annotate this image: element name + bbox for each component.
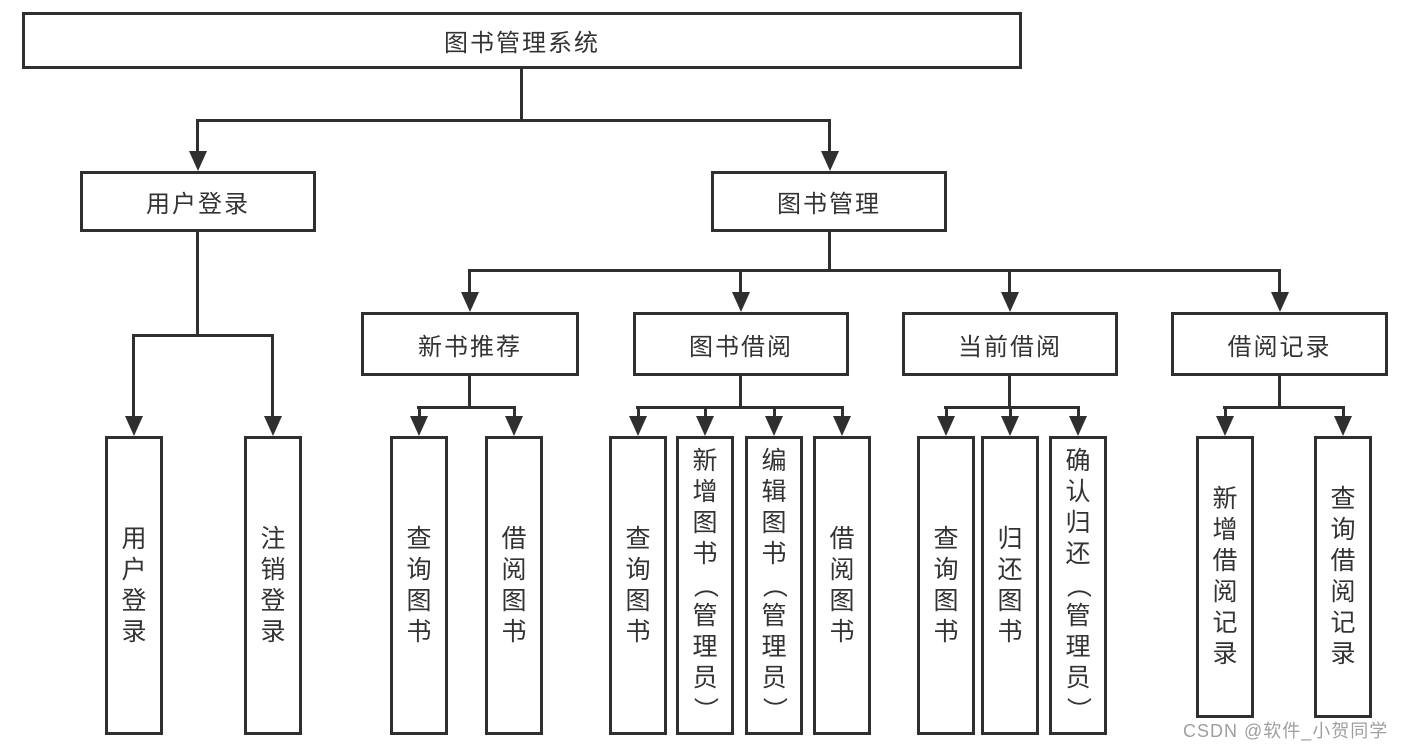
leaf-query-books-current: 查询图书 [917, 436, 975, 735]
arrow-down-icon [629, 416, 647, 436]
node-library-management-system: 图书管理系统 [22, 12, 1022, 69]
connector-hline [132, 334, 274, 337]
leaf-logout: 注销登录 [244, 436, 302, 735]
connector-vline [1278, 375, 1281, 409]
leaf-query-books-recommend: 查询图书 [390, 436, 448, 735]
arrow-down-icon [937, 416, 955, 436]
connector-vline [637, 406, 640, 420]
leaf-borrow-books-recommend: 借阅图书 [485, 436, 543, 735]
connector-hline [468, 269, 1281, 272]
node-book-management: 图书管理 [711, 171, 947, 232]
arrow-down-icon [505, 416, 523, 436]
arrow-down-icon [732, 292, 750, 312]
node-borrow-records: 借阅记录 [1171, 312, 1388, 376]
node-book-borrow: 图书借阅 [633, 312, 849, 376]
connector-vline [828, 231, 831, 271]
connector-vline [196, 119, 199, 153]
arrow-down-icon [410, 416, 428, 436]
arrow-down-icon [1216, 416, 1234, 436]
connector-vline [418, 406, 421, 420]
csdn-watermark: CSDN @软件_小贺同学 [1183, 721, 1389, 741]
connector-hline [944, 406, 1080, 409]
node-current-borrow: 当前借阅 [902, 312, 1118, 376]
connector-vline [468, 269, 471, 295]
connector-vline [1008, 269, 1011, 295]
node-new-book-recommend: 新书推荐 [361, 312, 579, 376]
connector-vline [1224, 406, 1227, 420]
connector-hline [636, 406, 844, 409]
leaf-borrow-books: 借阅图书 [813, 436, 871, 735]
arrow-down-icon [189, 151, 207, 171]
node-user-login: 用户登录 [80, 171, 316, 232]
arrow-down-icon [1001, 416, 1019, 436]
connector-vline [1342, 406, 1345, 420]
connector-vline [271, 334, 274, 418]
leaf-query-borrow-record: 查询借阅记录 [1314, 436, 1372, 718]
connector-vline [945, 406, 948, 420]
connector-hline [1223, 406, 1345, 409]
connector-vline [704, 406, 707, 420]
leaf-add-borrow-record: 新增借阅记录 [1196, 436, 1254, 718]
connector-hline [417, 406, 516, 409]
arrow-down-icon [765, 416, 783, 436]
arrow-down-icon [125, 416, 143, 436]
arrow-down-icon [821, 151, 839, 171]
leaf-return-books: 归还图书 [981, 436, 1039, 735]
connector-vline [773, 406, 776, 420]
connector-vline [468, 375, 471, 409]
arrow-down-icon [1271, 292, 1289, 312]
arrow-down-icon [1001, 292, 1019, 312]
leaf-edit-books-admin: 编辑图书（管理员） [745, 436, 803, 735]
connector-vline [841, 406, 844, 420]
connector-vline [739, 269, 742, 295]
connector-vline [513, 406, 516, 420]
arrow-down-icon [696, 416, 714, 436]
connector-vline [1009, 406, 1012, 420]
arrow-down-icon [1069, 416, 1087, 436]
connector-vline [739, 375, 742, 409]
connector-vline [828, 119, 831, 153]
arrow-down-icon [461, 292, 479, 312]
connector-vline [196, 231, 199, 336]
connector-vline [520, 69, 523, 121]
connector-hline [196, 119, 831, 122]
leaf-query-books-borrow: 查询图书 [609, 436, 667, 735]
arrow-down-icon [264, 416, 282, 436]
connector-vline [1077, 406, 1080, 420]
connector-vline [1008, 375, 1011, 409]
arrow-down-icon [1334, 416, 1352, 436]
leaf-add-books-admin: 新增图书（管理员） [676, 436, 734, 735]
connector-vline [1278, 269, 1281, 295]
leaf-user-login: 用户登录 [105, 436, 163, 735]
leaf-confirm-return-admin: 确认归还（管理员） [1049, 436, 1107, 735]
arrow-down-icon [833, 416, 851, 436]
connector-vline [132, 334, 135, 418]
